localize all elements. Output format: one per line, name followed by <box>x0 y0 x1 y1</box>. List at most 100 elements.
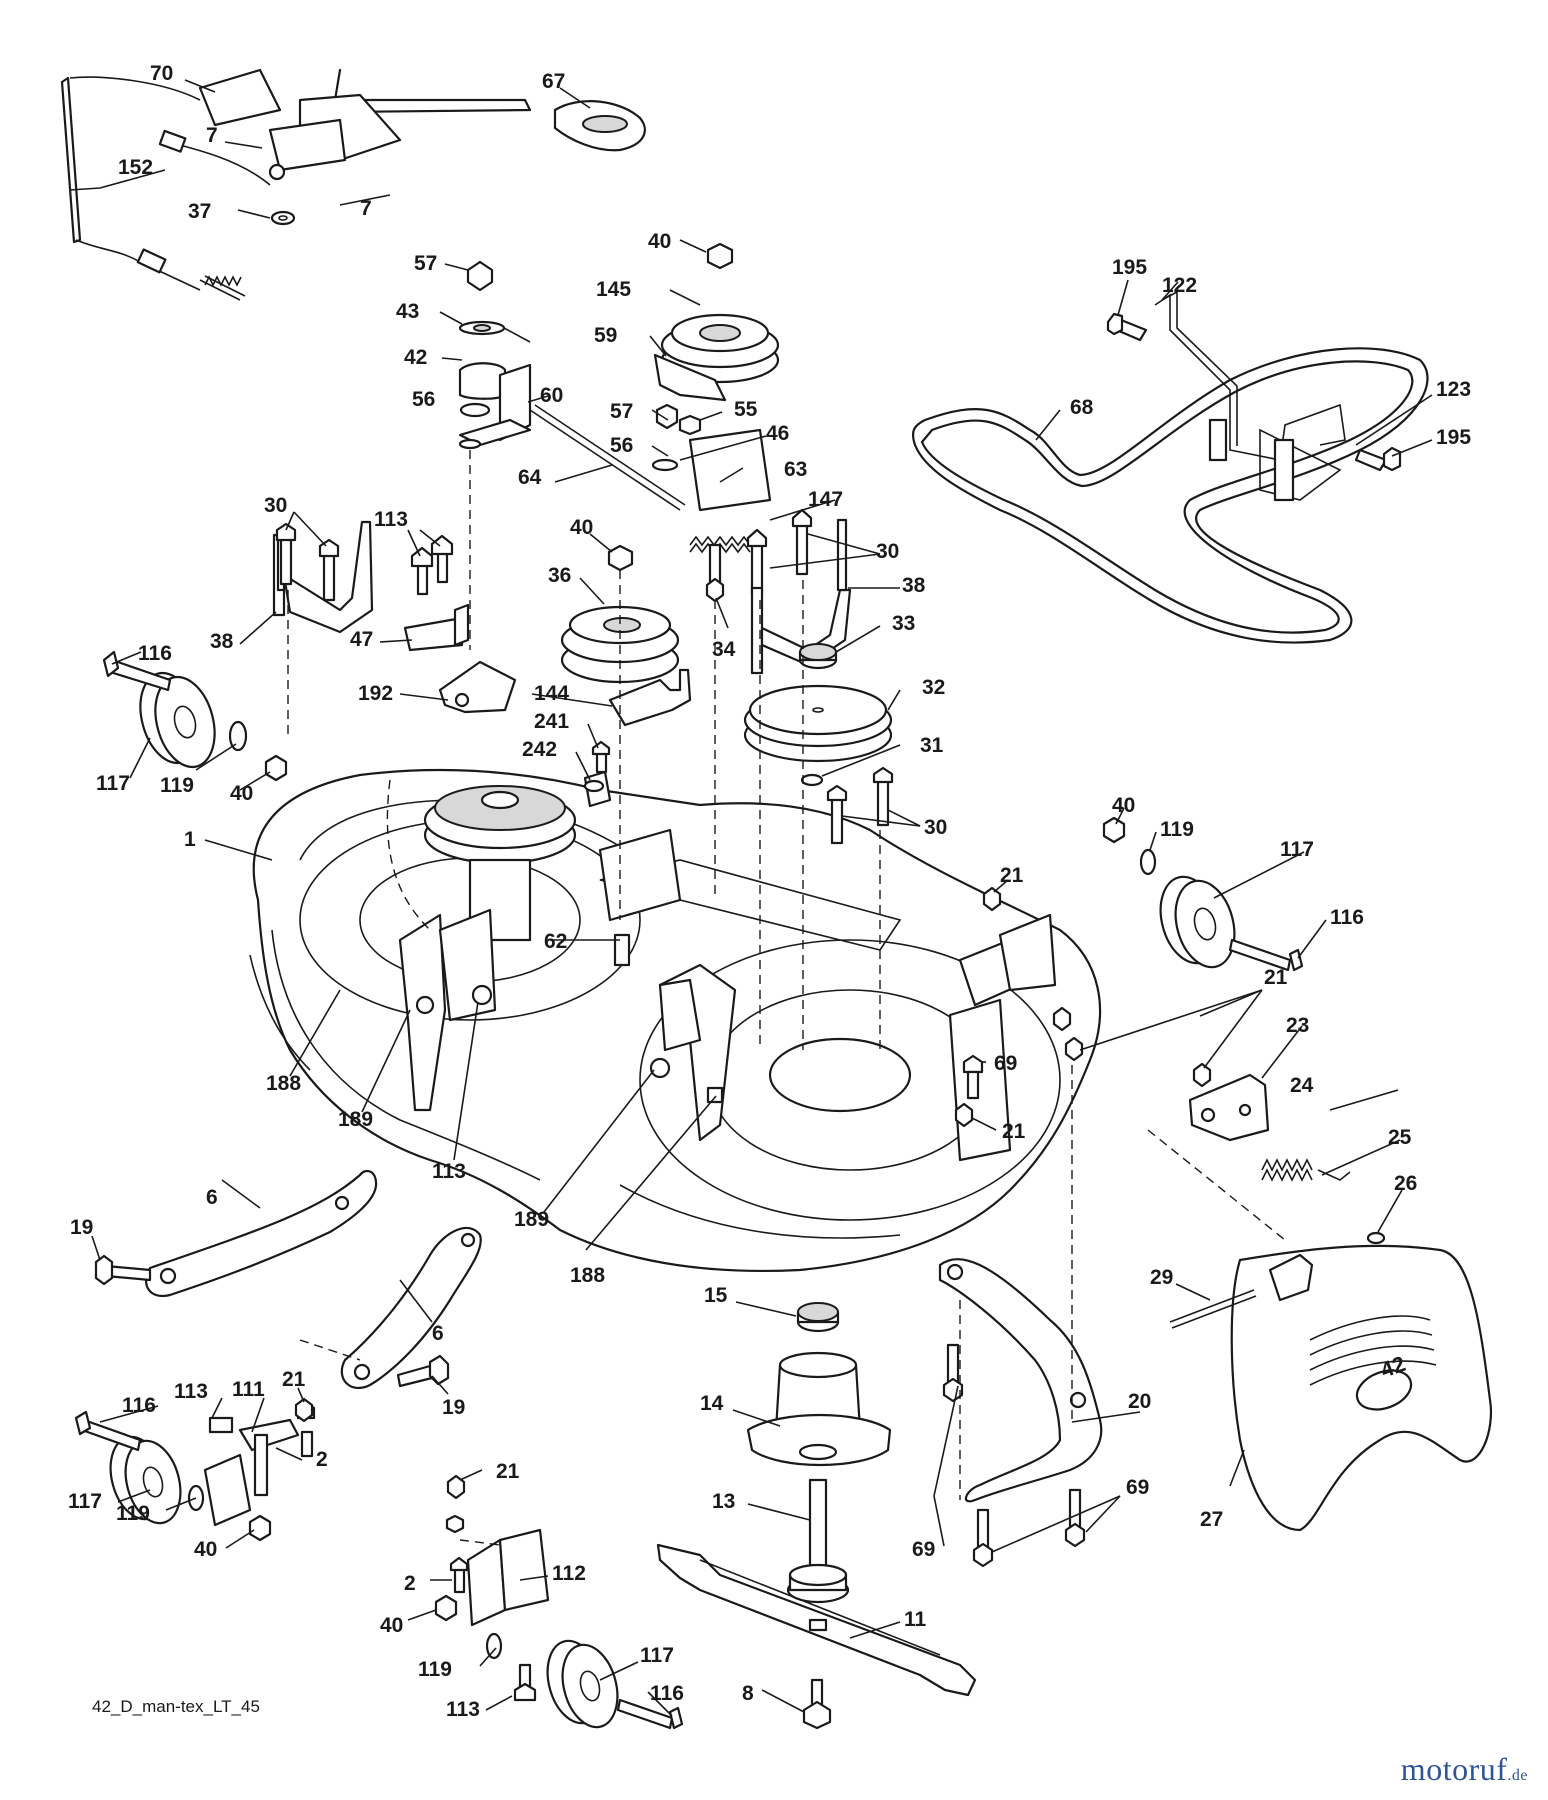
callout-116: 116 <box>122 1394 156 1417</box>
lift-lever-assembly <box>60 68 532 263</box>
callout-70: 70 <box>150 62 173 85</box>
callout-40: 40 <box>194 1538 217 1561</box>
nuts-21 <box>294 886 1212 1500</box>
wheel-117-lower-middle <box>434 1594 684 1730</box>
belt-guide-122-123 <box>1106 290 1402 502</box>
callout-6: 6 <box>432 1322 444 1345</box>
callout-7: 7 <box>360 197 372 220</box>
callout-188: 188 <box>266 1072 301 1095</box>
callout-27: 27 <box>1200 1508 1223 1531</box>
callout-40: 40 <box>380 1614 403 1637</box>
figure-code: 42_D_man-tex_LT_45 <box>92 1697 260 1716</box>
callout-34: 34 <box>712 638 736 661</box>
callout-40: 40 <box>648 230 671 253</box>
callout-57: 57 <box>610 400 633 423</box>
callout-189: 189 <box>338 1108 373 1131</box>
wheel-117-upper-right <box>1102 816 1304 972</box>
callout-57: 57 <box>414 252 437 275</box>
callout-117: 117 <box>68 1490 102 1513</box>
callout-119: 119 <box>160 774 194 797</box>
bracket-192 <box>438 660 517 714</box>
callout-43: 43 <box>396 300 419 323</box>
callout-116: 116 <box>1330 906 1364 929</box>
callout-21: 21 <box>1000 864 1024 887</box>
callout-14: 14 <box>700 1392 724 1415</box>
bolt-241-nut-242 <box>583 740 612 808</box>
callout-2: 2 <box>316 1448 328 1471</box>
callout-112: 112 <box>552 1562 586 1585</box>
spring-42-bracket-60 <box>458 260 532 450</box>
callout-19: 19 <box>442 1396 465 1419</box>
watermark: motoruf.de <box>1401 1751 1528 1788</box>
callout-119: 119 <box>116 1502 150 1525</box>
callout-47: 47 <box>350 628 373 651</box>
callout-40: 40 <box>1112 794 1135 817</box>
callout-188: 188 <box>570 1264 605 1287</box>
callout-26: 26 <box>1394 1172 1417 1195</box>
callout-40: 40 <box>230 782 253 805</box>
callout-21: 21 <box>1264 966 1288 989</box>
callout-33: 33 <box>892 612 915 635</box>
callout-20: 20 <box>1128 1390 1151 1413</box>
callout-31: 31 <box>920 734 944 757</box>
callout-25: 25 <box>1388 1126 1412 1149</box>
drive-belt-68 <box>911 347 1429 644</box>
callout-21: 21 <box>1002 1120 1026 1143</box>
bolts-30-right <box>826 766 894 845</box>
callout-59: 59 <box>594 324 617 347</box>
callout-36: 36 <box>548 564 571 587</box>
callout-117: 117 <box>96 772 130 795</box>
wheel-bracket-111 <box>203 1400 316 1527</box>
callout-113: 113 <box>446 1698 480 1721</box>
callout-242: 242 <box>522 738 557 761</box>
callout-69: 69 <box>1126 1476 1149 1499</box>
callout-46: 46 <box>766 422 789 445</box>
callout-119: 119 <box>1160 818 1194 841</box>
bolts-30-center <box>746 508 813 596</box>
callout-21: 21 <box>496 1460 520 1483</box>
bolt-34 <box>705 543 725 603</box>
bolts-113-left <box>410 534 454 596</box>
callout-152: 152 <box>118 156 153 179</box>
callout-38: 38 <box>210 630 234 653</box>
wheel-117-upper-left <box>102 650 288 782</box>
callout-19: 19 <box>70 1216 93 1239</box>
spindle-housing-14 <box>746 1351 892 1467</box>
callout-68: 68 <box>1070 396 1094 419</box>
callout-13: 13 <box>712 1490 735 1513</box>
callout-leader-lines <box>69 79 1433 1717</box>
chute-bracket-23 <box>1188 1073 1270 1142</box>
callout-117: 117 <box>1280 838 1314 861</box>
callout-189: 189 <box>514 1208 549 1231</box>
washer-37 <box>270 210 296 226</box>
callout-15: 15 <box>704 1284 728 1307</box>
callout-55: 55 <box>734 398 758 421</box>
callout-69: 69 <box>912 1538 935 1561</box>
callout-labels: 70 67 7 152 7 37 40 145 59 57 43 42 56 6… <box>68 62 1471 1721</box>
callout-30: 30 <box>924 816 947 839</box>
callout-64: 64 <box>518 466 542 489</box>
washer-31 <box>800 773 824 787</box>
callout-195: 195 <box>1436 426 1471 449</box>
callout-113: 113 <box>432 1160 466 1183</box>
callout-119: 119 <box>418 1658 452 1681</box>
lift-cable <box>136 129 271 301</box>
deck-badge-67 <box>553 100 646 152</box>
callout-38: 38 <box>902 574 926 597</box>
callout-56: 56 <box>412 388 435 411</box>
callout-42: 42 <box>404 346 427 369</box>
stabilizer-link-6-lower <box>340 1226 482 1390</box>
callout-11: 11 <box>904 1608 927 1631</box>
callout-117: 117 <box>640 1644 674 1667</box>
watermark-tld: .de <box>1507 1767 1528 1784</box>
watermark-name: motoruf <box>1400 1751 1508 1787</box>
stabilizer-link-6-upper <box>94 1169 378 1298</box>
callout-192: 192 <box>358 682 393 705</box>
deck-idler-bracket <box>598 828 682 967</box>
callout-67: 67 <box>542 70 565 93</box>
callout-1: 1 <box>184 828 196 851</box>
callout-56: 56 <box>610 434 633 457</box>
callout-30: 30 <box>876 540 899 563</box>
front-hanger-20 <box>938 1258 1103 1503</box>
